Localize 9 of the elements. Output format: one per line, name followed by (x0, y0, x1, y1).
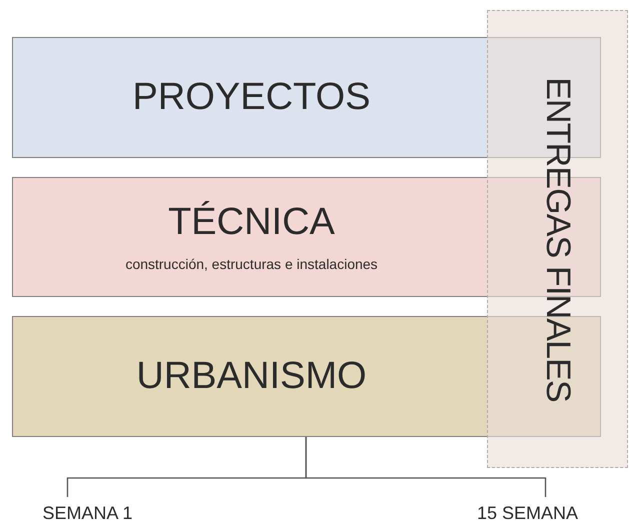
box-title: URBANISMO (136, 354, 367, 399)
bracket-line (305, 437, 546, 497)
deliverables-band (487, 10, 628, 468)
week-label: 15 SEMANA (476, 502, 578, 524)
box-title: PROYECTOS (132, 74, 370, 120)
box-title: TÉCNICA (168, 200, 335, 245)
band-title: ENTREGAS FINALES (538, 76, 578, 402)
week-label: SEMANA 1 (42, 502, 133, 524)
box-subtitle: construcción, estructuras e instalaciones (125, 255, 378, 274)
